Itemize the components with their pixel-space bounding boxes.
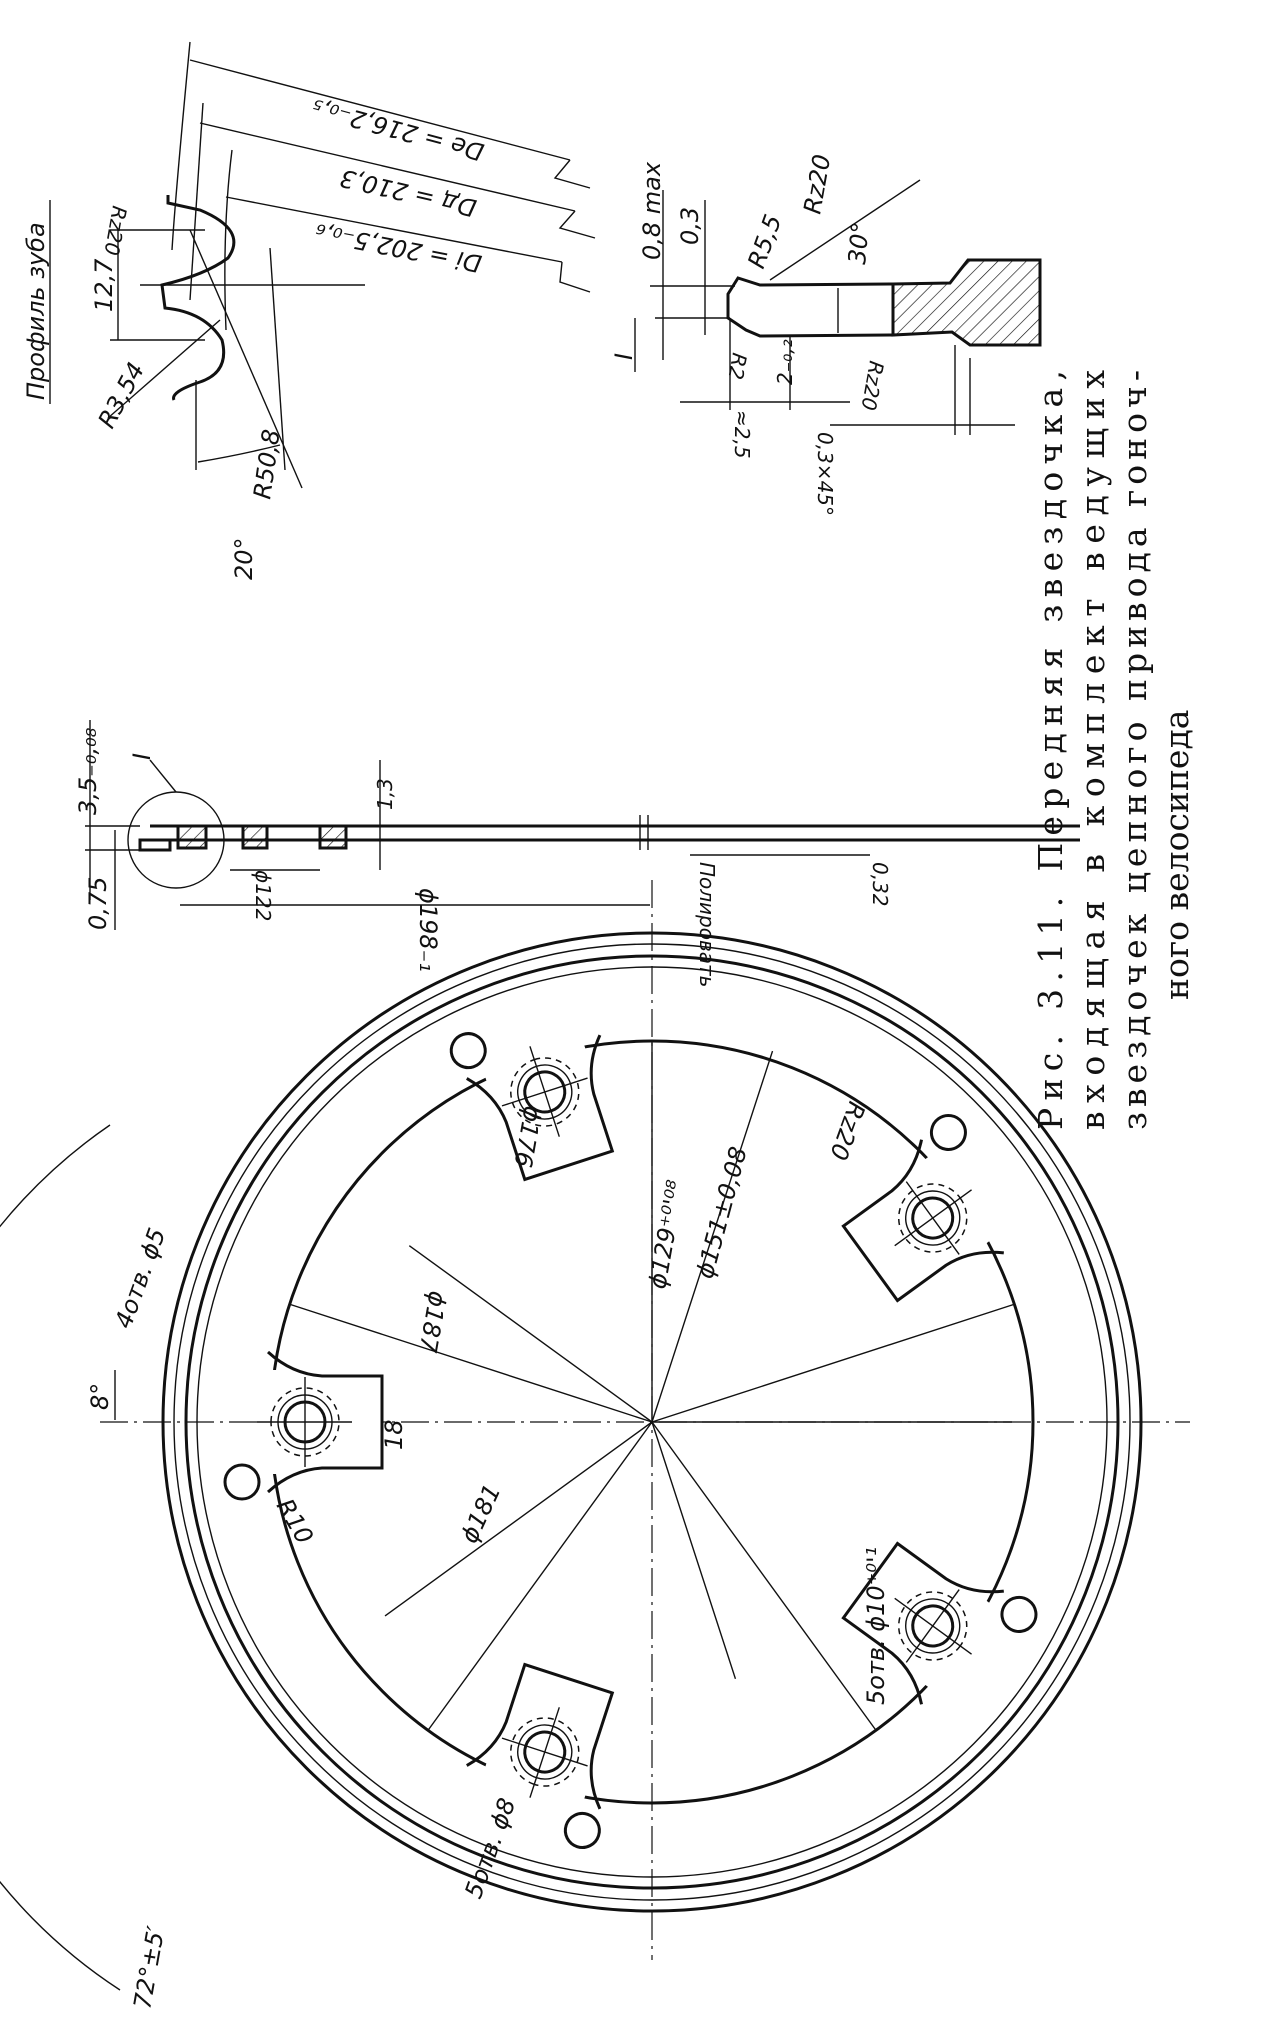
max-label: 0,8 max [638,161,666,260]
d129-label: ϕ129⁺⁰'⁰⁸ [643,1178,690,1291]
small-hole [1000,1595,1038,1633]
section-view: 3,5₋₀,₀₈ 0,75 I 1,3 ϕ122 ϕ198₋₁ 0,32 Пол… [74,720,1080,987]
tooth-outline [160,195,236,401]
mounting-tab [839,1538,1038,1705]
rz-label: Rz20 [99,204,131,257]
mounting-tab [839,1113,1004,1306]
holes-5-8-label: 5отв. ϕ8 [459,1794,521,1902]
hub-section [891,258,1042,347]
main-view: 72°±5′ 8° 4отв. ϕ5 ϕ187 ϕ176 ϕ129⁺⁰'⁰⁸ ϕ… [0,880,1190,2011]
angle-20-label: 20° [230,537,258,580]
pitch-diameter-arc [189,102,204,301]
small-hole [563,1811,601,1849]
small-hole [223,1463,261,1501]
caption-line-2: входящая в комплект ведущих [1073,370,1112,1130]
dimension-line [427,1421,653,1731]
section-rim [176,824,208,850]
dimension-line [651,1303,1015,1423]
mounting-tab [449,1030,619,1182]
mounting-tab [223,1350,384,1501]
di-dim-line [225,196,563,263]
approx-label: ≈2,5 [730,410,754,459]
r508-label: R50,8 [248,427,285,500]
caption-line-1: Рис. 3.11. Передняя звездочка, [1031,370,1070,1130]
d198-label: ϕ198₋₁ [414,888,442,972]
rz-bottom-label: Rz20 [856,359,888,412]
dimension-line [651,1050,774,1423]
outer-diameter-arc [171,41,191,251]
detail-i-label: I [610,353,638,360]
angle-20-arc [197,444,281,463]
tooth-profile-view: Профиль зуба Dе = 216,2₋₀,₅ Dд = 210,3 D… [22,41,596,580]
detail-i-view: 0,8 max 0,3 R5,5 Rz20 30° I R2 2₋₀,₂ Rz2… [610,152,1042,516]
root-diameter-arc [224,149,233,331]
angle-72-label: 72°±5′ [128,1924,170,2012]
mounting-tab [466,1662,619,1849]
chamfer-label: 0,3×45° [813,432,837,516]
caption-line-3: звездочек цепного привода гоноч- [1115,370,1154,1130]
r508-line [189,229,303,489]
holes-5-10-label: 5отв. ϕ10⁺⁰'¹ [862,1547,890,1705]
angle-8-label: 8° [86,1383,114,1410]
angle-30-label: 30° [843,221,875,266]
r2-label: R2 [723,351,751,381]
detail-i-ref-label: I [128,753,156,760]
dd-leader [558,210,596,239]
rz-label: Rz20 [824,1098,871,1164]
d151-label: ϕ151±0,08 [691,1144,753,1282]
holes-4-label: 4отв. ϕ5 [109,1224,171,1332]
small-hole [929,1113,967,1151]
thickness-label: 2₋₀,₂ [773,339,797,385]
de-leader [553,159,591,189]
r55-label: R5,5 [742,211,787,272]
small-hole [449,1032,487,1070]
thickness-label: 3,5₋₀,₀₈ [74,727,102,815]
dd-dim-line [199,122,576,212]
dimension-line [651,1421,737,1680]
di-leader [559,261,591,293]
figure-caption: Рис. 3.11. Передняя звездочка, входящая … [1031,370,1196,1130]
dimension-line [384,1421,653,1617]
width-18-label: 18 [380,1419,408,1450]
caption-line-4: ного велосипеда [1157,710,1196,1000]
dimension-line [651,1421,877,1731]
d13-label: 1,3 [373,778,397,810]
dimension-line [408,1245,653,1423]
d181-label: ϕ181 [455,1480,506,1548]
tooth-profile-title: Профиль зуба [22,222,50,400]
polish-label: Полировать [695,862,719,987]
angle-72-arc [0,1124,121,1991]
d03-label: 0,3 [676,207,704,245]
d187-label: ϕ187 [413,1289,451,1355]
pitch-label: 12,7 [90,258,118,312]
di-label: Dі = 202,5₋₀,₆ [313,218,484,278]
dimension-line [289,1303,653,1423]
r354-label: R3,54 [93,358,151,433]
d122-label: ϕ122 [251,870,275,921]
roughness-label: 0,32 [868,862,892,907]
rz-top-label: Rz20 [798,152,836,216]
tooth-tip-section [726,276,895,338]
r10-label: R10 [271,1494,319,1549]
de-dim-line [189,59,571,161]
offset-label: 0,75 [84,877,112,930]
